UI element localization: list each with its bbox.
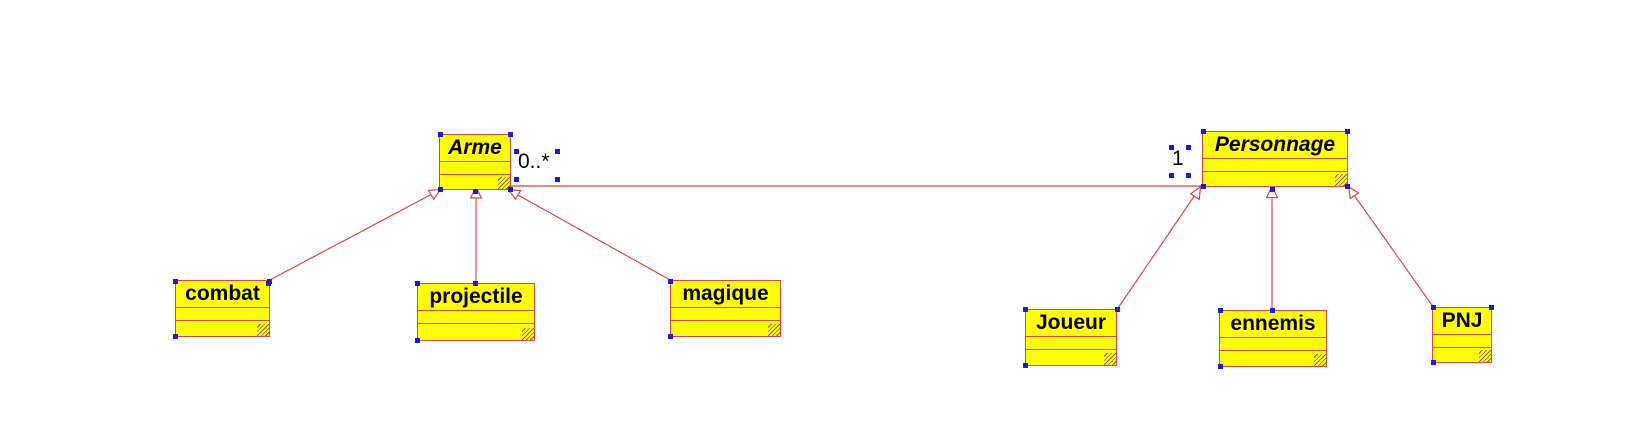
selection-handle[interactable]	[415, 281, 420, 286]
class-arme[interactable]: Arme	[439, 134, 511, 190]
resize-handle[interactable]	[1479, 350, 1491, 362]
selection-handle[interactable]	[1201, 129, 1206, 134]
inheritance-arrowhead	[427, 188, 442, 201]
operations-compartment	[1433, 347, 1491, 360]
selection-handle[interactable]	[555, 177, 560, 182]
selection-handle[interactable]	[1218, 364, 1223, 369]
generalization-combat-arme[interactable]	[267, 193, 433, 282]
selection-handle[interactable]	[1431, 305, 1436, 310]
selection-handle[interactable]	[1186, 173, 1191, 178]
operations-compartment	[1203, 171, 1347, 184]
selection-handle[interactable]	[1218, 308, 1223, 313]
class-name: Personnage	[1214, 133, 1336, 156]
class-name: ennemis	[1230, 312, 1316, 335]
operations-compartment	[418, 323, 534, 336]
attributes-compartment	[440, 161, 510, 174]
personnage-multiplicity-label[interactable]: 1	[1172, 147, 1184, 170]
class-ennemis[interactable]: ennemis	[1219, 310, 1327, 367]
inheritance-arrowhead	[1347, 185, 1360, 200]
selection-handle[interactable]	[1345, 184, 1350, 189]
attributes-compartment	[1203, 158, 1347, 171]
arme-multiplicity-label[interactable]: 0..*	[518, 150, 550, 173]
class-name: magique	[682, 282, 769, 305]
selection-handle[interactable]	[1023, 363, 1028, 368]
selection-handle[interactable]	[415, 338, 420, 343]
selection-handle[interactable]	[1345, 129, 1350, 134]
selection-handle[interactable]	[473, 281, 478, 286]
resize-handle[interactable]	[522, 328, 534, 340]
selection-handle[interactable]	[1270, 187, 1275, 192]
selection-handle[interactable]	[1201, 184, 1206, 189]
class-name: combat	[185, 282, 260, 305]
selection-handle[interactable]	[473, 189, 478, 194]
class-name: Arme	[448, 136, 502, 159]
selection-handle[interactable]	[514, 149, 519, 154]
selection-handle[interactable]	[1270, 308, 1275, 313]
selection-handle[interactable]	[266, 281, 271, 286]
selection-handle[interactable]	[514, 177, 519, 182]
inheritance-arrowhead	[1189, 185, 1202, 201]
class-name: PNJ	[1441, 309, 1483, 332]
selection-handle[interactable]	[555, 149, 560, 154]
resize-handle[interactable]	[1335, 174, 1347, 186]
selection-handle[interactable]	[1115, 307, 1120, 312]
selection-handle[interactable]	[508, 132, 513, 137]
selection-handle[interactable]	[173, 279, 178, 284]
inheritance-arrowhead	[1265, 185, 1279, 199]
attributes-compartment	[1433, 334, 1491, 347]
attributes-compartment	[1026, 336, 1116, 349]
selection-handle[interactable]	[1169, 145, 1174, 150]
class-joueur[interactable]: Joueur	[1025, 309, 1117, 366]
resize-handle[interactable]	[1314, 354, 1326, 366]
selection-handle[interactable]	[438, 132, 443, 137]
selection-handle[interactable]	[508, 187, 513, 192]
class-magique[interactable]: magique	[670, 280, 781, 337]
attributes-compartment	[1220, 337, 1326, 350]
operations-compartment	[1220, 350, 1326, 363]
class-pnj[interactable]: PNJ	[1432, 307, 1492, 363]
selection-handle[interactable]	[668, 334, 673, 339]
selection-handle[interactable]	[668, 279, 673, 284]
selection-handle[interactable]	[1431, 360, 1436, 365]
attributes-compartment	[176, 307, 269, 320]
resize-handle[interactable]	[768, 324, 780, 336]
operations-compartment	[1026, 349, 1116, 362]
selection-handle[interactable]	[438, 187, 443, 192]
class-name: projectile	[429, 285, 523, 308]
selection-handle[interactable]	[1023, 307, 1028, 312]
class-personnage[interactable]: Personnage	[1202, 131, 1348, 187]
class-projectile[interactable]: projectile	[417, 283, 535, 341]
selection-handle[interactable]	[1186, 145, 1191, 150]
attributes-compartment	[671, 307, 780, 320]
generalization-joueur-personnage[interactable]	[1115, 194, 1196, 312]
operations-compartment	[440, 174, 510, 187]
resize-handle[interactable]	[1104, 353, 1116, 365]
selection-handle[interactable]	[173, 334, 178, 339]
attributes-compartment	[418, 310, 534, 323]
selection-handle[interactable]	[1489, 305, 1494, 310]
resize-handle[interactable]	[498, 177, 510, 189]
inheritance-arrowhead	[507, 189, 522, 201]
operations-compartment	[176, 320, 269, 333]
operations-compartment	[671, 320, 780, 333]
selection-handle[interactable]	[1169, 173, 1174, 178]
class-combat[interactable]: combat	[175, 280, 270, 337]
generalization-magique-arme[interactable]	[517, 194, 673, 282]
generalization-pnj-personnage[interactable]	[1353, 194, 1435, 309]
class-name: Joueur	[1035, 311, 1106, 334]
resize-handle[interactable]	[257, 324, 269, 336]
